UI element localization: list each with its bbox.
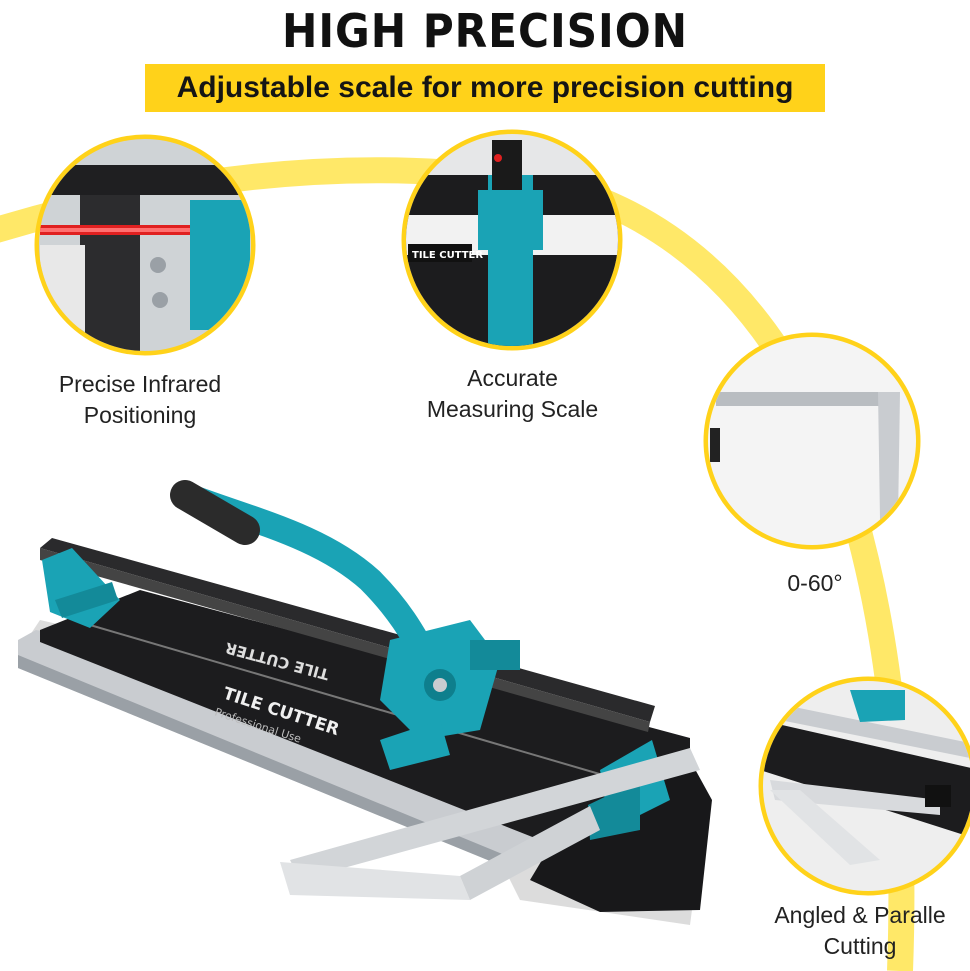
feature-label-angle: 0-60° — [760, 568, 870, 599]
feature-label-line: 0-60° — [787, 570, 843, 596]
feature-label-scale: Accurate Measuring Scale — [400, 363, 625, 425]
infrared-detail-circle — [34, 134, 256, 356]
angled-cut-detail-circle — [758, 676, 970, 896]
svg-text:TILE CUTTER: TILE CUTTER — [412, 250, 483, 261]
page-title: HIGH PRECISION — [282, 4, 688, 58]
scale-detail-circle: TILE CUTTER — [401, 129, 623, 351]
feature-label-line: Positioning — [83, 402, 197, 428]
feature-label-line: Cutting — [823, 933, 897, 959]
feature-label-line: Precise Infrared — [58, 371, 222, 397]
feature-label-line: Accurate — [467, 365, 558, 391]
angle-detail-circle — [703, 332, 921, 550]
feature-label-line: Angled & Paralle — [774, 902, 946, 928]
feature-label-line: Measuring Scale — [426, 396, 599, 422]
feature-label-angled-cutting: Angled & Paralle Cutting — [750, 900, 970, 962]
feature-label-infrared: Precise Infrared Positioning — [30, 369, 250, 431]
subtitle-text: Adjustable scale for more precision cutt… — [176, 71, 794, 104]
tile-cutter-image: TILE CUTTER TILE CUTTER Professional Use — [18, 480, 712, 925]
subtitle-banner: Adjustable scale for more precision cutt… — [145, 64, 825, 112]
